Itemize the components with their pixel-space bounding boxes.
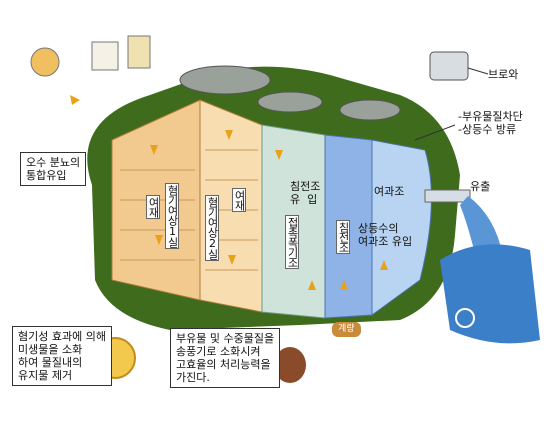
anaerobic-1-label: 혐기여상1실 [165,183,179,249]
flow-arrows [70,95,388,290]
contact-aeration-label: 접촉폭기조 [285,215,299,269]
anaerobic-2-label: 혐기여상2실 [205,195,219,261]
supernatant-inflow-label: 상등수의 여과조 유입 [358,222,413,248]
outflow-label: 유출 [470,180,491,193]
filtration-tank-label: 여과조 [374,185,405,198]
outflow-pipe [424,189,471,203]
blower-label: 브로와 [488,68,519,81]
toilet-icon [91,41,119,71]
receiving-water [440,244,540,344]
filter-media-label: 여재 [146,195,160,219]
manhole-left [179,65,271,95]
settling-tank-label: 침전조 [336,220,350,254]
filter-media-2-label: 여재 [232,188,246,212]
filtration-chamber [371,139,432,316]
manhole-center [257,91,323,113]
water-ripple [455,308,475,328]
manhole-right [339,99,401,121]
settling-inflow-label: 침전조 유 입 [290,180,321,206]
blower-pointer [467,67,489,75]
bottom-tag: 계량 [332,322,361,337]
discharge-label: -부유물질차단 -상등수 방류 [458,110,523,136]
discharge-pointer [414,124,456,141]
inflow-sewage-label: 오수 분뇨의 통합유입 [20,152,87,186]
sink-icon [30,47,60,77]
anaerobic-note: 혐기성 효과에 의해 미생물을 소화 하여 물질내의 유지물 제거 [12,326,112,386]
sludge-mascot [274,347,306,383]
suspended-note: 부유물 및 수중물질을 송풍기로 소화시켜 고효율의 처리능력을 가진다. [170,328,281,388]
blower-unit [429,51,469,81]
bath-icon [127,35,151,69]
